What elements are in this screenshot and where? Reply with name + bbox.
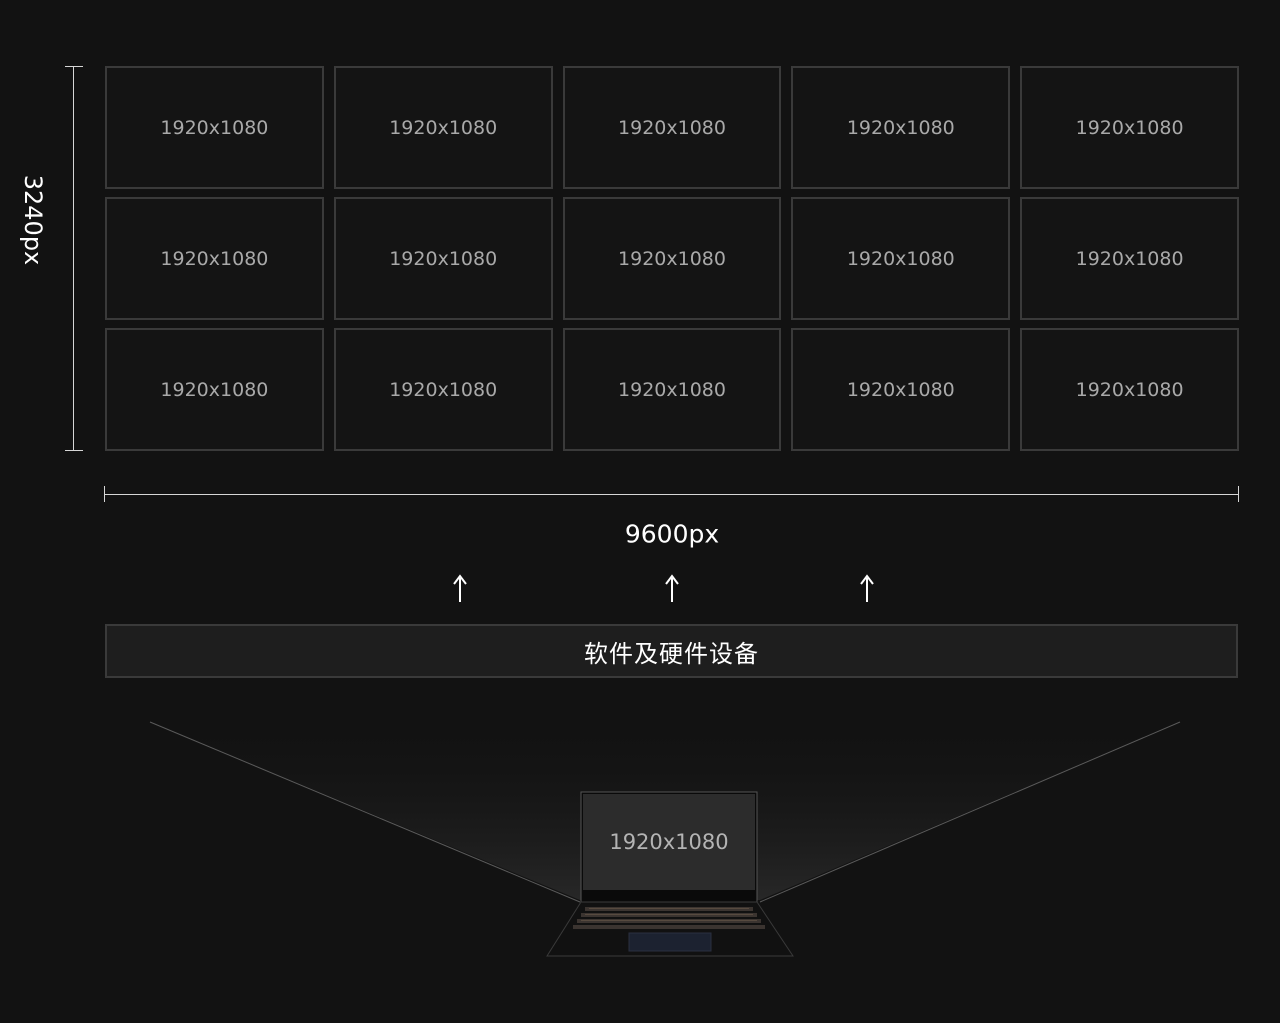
width-dimension-cap-right	[1238, 486, 1239, 502]
laptop-screen-label: 1920x1080	[609, 830, 729, 854]
width-dimension-cap-left	[104, 486, 105, 502]
screen-tile: 1920x1080	[105, 197, 324, 320]
system-label: 软件及硬件设备	[584, 639, 759, 668]
video-wall-grid: 1920x1080 1920x1080 1920x1080 1920x1080 …	[105, 66, 1239, 451]
screen-tile: 1920x1080	[791, 328, 1011, 451]
system-bar: 软件及硬件设备	[105, 624, 1238, 678]
screen-tile: 1920x1080	[333, 66, 553, 189]
up-arrow-icon	[665, 574, 679, 602]
screen-tile: 1920x1080	[105, 328, 324, 451]
height-dimension-cap-top	[65, 66, 83, 67]
screen-tile: 1920x1080	[562, 197, 782, 320]
height-dimension-line	[73, 66, 74, 451]
up-arrow-icon	[453, 574, 467, 602]
up-arrow-icon	[860, 574, 874, 602]
screen-tile: 1920x1080	[1020, 197, 1239, 320]
laptop-icon	[546, 791, 794, 957]
width-label: 9600px	[624, 519, 720, 549]
screen-tile: 1920x1080	[1020, 66, 1239, 189]
width-dimension-line	[105, 494, 1239, 495]
screen-tile: 1920x1080	[1020, 328, 1239, 451]
screen-tile: 1920x1080	[562, 66, 782, 189]
screen-tile: 1920x1080	[562, 328, 782, 451]
screen-tile: 1920x1080	[333, 328, 553, 451]
screen-tile: 1920x1080	[791, 66, 1011, 189]
height-dimension-cap-bottom	[65, 450, 83, 451]
height-label: 3240px	[19, 174, 47, 266]
screen-tile: 1920x1080	[791, 197, 1011, 320]
screen-tile: 1920x1080	[333, 197, 553, 320]
screen-tile: 1920x1080	[105, 66, 324, 189]
